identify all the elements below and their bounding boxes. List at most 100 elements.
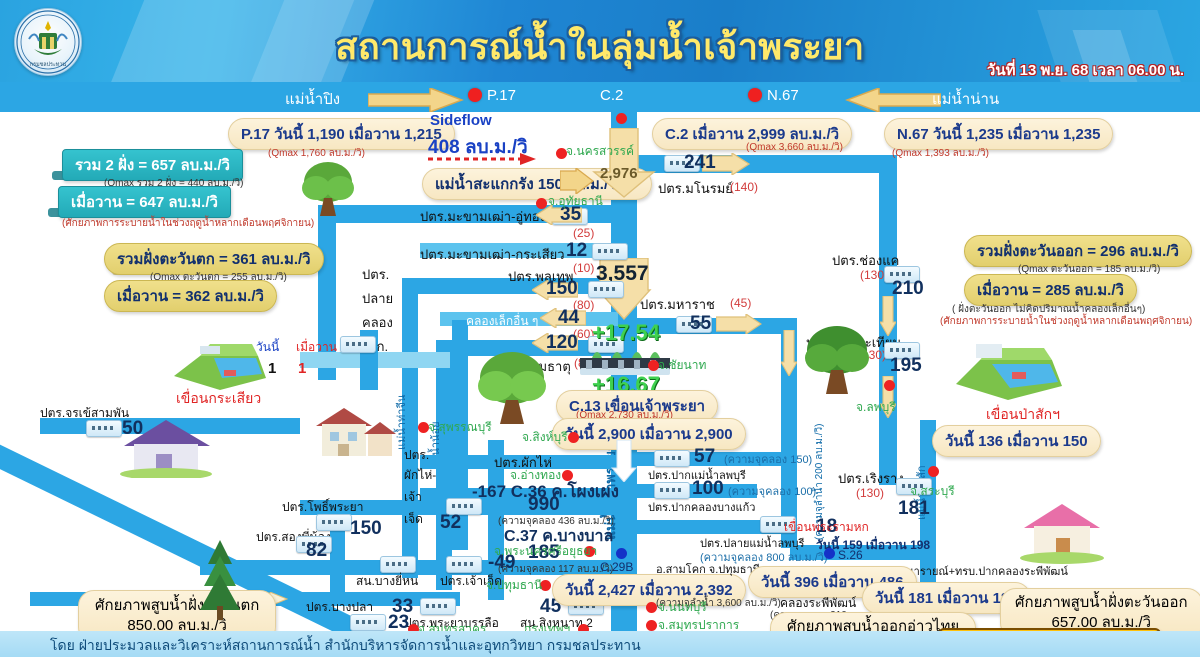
chaochet-value: -49 (488, 552, 516, 573)
canal-c36-phongpheng (420, 455, 630, 469)
krasiew-yesterday-label: เมื่อวาน (296, 340, 337, 354)
city-dot-samutprakan (646, 620, 657, 631)
gate-lopburi-end-label: ปตร.ปลายแม่น้ำลพบุรี (700, 538, 805, 550)
gate-cap-maharat: (45) (730, 296, 752, 310)
gate-icon-chaochet (446, 556, 482, 573)
gate-roengrang-label: ปตร.เริงราง (838, 471, 904, 486)
pump-west-value: 850.00 ลบ.ม./วิ (127, 617, 227, 635)
report-datetime: วันที่ 13 พ.ย. 68 เวลา 06.00 น. (986, 62, 1184, 79)
pho-phraya-value: 150 (350, 518, 382, 539)
tree-icon-1 (300, 158, 356, 225)
gate-cap-makhamthao-uthong: (25) (573, 226, 595, 240)
page-title: สถานการณ์น้ำในลุ่มน้ำเจ้าพระยา (335, 26, 865, 67)
c13-qmax: (Qmax 2,730 ลบ.ม./วิ) (576, 410, 673, 421)
house-icon-2 (312, 400, 396, 471)
city-dot-lopburi (884, 380, 895, 391)
canal-maharat-vertical (781, 318, 797, 548)
gate-icon-phakhai (446, 498, 482, 515)
canal-makhamthao-vertical (318, 205, 336, 380)
phakhai-chaochet-l2: ผักไห่- (404, 468, 437, 482)
east-bank-yesterday: เมื่อวาน = 285 ลบ.ม./วิ (964, 274, 1137, 306)
gate-phakhai-label: ปตร.ผักไห่ (494, 455, 552, 470)
station-dot-c29b (616, 548, 627, 559)
gate-value-bangkaew: 100 (692, 478, 724, 499)
gate-icon-chorakhe (86, 420, 122, 437)
flow-3557-value: 3,557 (596, 262, 649, 285)
chorakhe-value: 50 (122, 418, 144, 439)
phrayabanlue-value: 33 (392, 596, 414, 617)
city-dot-chainat (648, 360, 659, 371)
gate-icon-boromthat (588, 336, 624, 353)
gate-icon-lopburi-mouth (654, 450, 690, 467)
flow-2976-value: 2,976 (600, 165, 638, 182)
gate-arrow-manorom (701, 151, 751, 180)
gate-manorom-label: ปตร.มโนรมย์ (658, 181, 733, 196)
bangpla-value: 23 (388, 612, 410, 633)
station-c29b-value: วันนี้ 2,427 เมื่อวาน 2,392 (552, 574, 746, 606)
west-total-2banks-qmax: (Qmax รวม 2 ฝั่ง = 440 ลบ.ม./วิ) (104, 178, 244, 189)
rapipat-label: คลองระพีพัฒน์ (780, 596, 857, 610)
gate-icon-lopburi-end (760, 516, 796, 533)
plai-khlong-mk-line1: ปตร. (362, 267, 390, 282)
canal-thachin-vertical (452, 320, 468, 550)
gate-arrow-small-canals (538, 306, 587, 333)
gate-icon-khokkatiam (884, 342, 920, 359)
gate-icon-bangyihon (380, 556, 416, 573)
c13-down-arrow (610, 439, 638, 487)
top-river-band: แม่น้ำปิง P.17 C.2 N.67 แม่น้ำน่าน (0, 82, 1200, 114)
pasak-dam-illustration (952, 330, 1064, 407)
gate-chongkhae-label: ปตร.ช่องแค (832, 253, 900, 268)
gate-cap-manorom: (140) (730, 180, 759, 194)
station-s26-code: S.26 (838, 548, 863, 562)
gate-icon-phrayabanlue (420, 598, 456, 615)
city-chainat: จ.ชัยนาท (658, 358, 707, 372)
west-total-note: (ศักยภาพการระบายน้ำในช่วงฤดูน้ำหลากเดือน… (62, 218, 315, 229)
west-total-2banks: รวม 2 ฝั่ง = 657 ลบ.ม./วิ (62, 149, 243, 181)
bangpla-label: ปตร.บางปลา (306, 600, 374, 614)
gate-value-small-canals: 44 (558, 307, 580, 328)
krasiew-dam-illustration (170, 328, 270, 397)
gate-arrow-boromthat (530, 331, 579, 358)
gate-value-manorom: 241 (684, 152, 716, 173)
pho-phraya-label: ปตร.โพธิ์พระยา (282, 500, 364, 514)
gate-icon-bangkaew (654, 482, 690, 499)
station-n67-band: N.67 (748, 87, 799, 104)
krasiew-today-label: วันนี้ (256, 340, 280, 354)
station-p17-qmax: (Qmax 1,760 ลบ.ม./วิ) (268, 148, 365, 159)
station-c2-qmax: (Qmax 3,660 ลบ.ม./วิ) (746, 142, 843, 153)
gate-arrow-chongkhae (879, 295, 897, 341)
station-c29b-code: C.29B (600, 560, 634, 574)
plai-khlong-mk-line2: ปลาย (362, 291, 394, 306)
east-bank-qmax: (Qmax ตะวันออก = 185 ลบ.ม./วิ) (1018, 264, 1161, 275)
station-p17-bubble: P.17 วันนี้ 1,190 เมื่อวาน 1,215 (228, 118, 455, 150)
city-dot-nakhonsawan (556, 148, 567, 159)
gate-value-boromthat: 120 (546, 332, 578, 353)
station-c29b-cap: (ความจุลำน้ำ 3,600 ลบ.ม./วิ) (656, 598, 781, 609)
city-suphanburi: จ.สุพรรณบุรี (428, 420, 492, 434)
east-note-1: ( ฝั่งตะวันออก ไม่คิดปริมาณน้ำคลองเล็กอื… (952, 304, 1146, 315)
gate-cap-roengrang: (130) (856, 486, 885, 500)
pasak-dam-value: วันนี้ 136 เมื่อวาน 150 (932, 425, 1101, 457)
west-bank-yesterday: เมื่อวาน = 362 ลบ.ม./วิ (104, 280, 277, 312)
c37-label: C.37 ค.บางบาล (504, 528, 614, 545)
singhanat-label: สน.สิงหนาท 2 (520, 616, 593, 630)
house-icon-3 (1018, 500, 1106, 569)
gate-cap-lopburi-end: (ความจุคลอง 800 ลบ.ม./วิ) (700, 552, 828, 564)
gate-icon-manorom (664, 155, 700, 172)
east-bank-total: รวมฝั่งตะวันออก = 296 ลบ.ม./วิ (964, 235, 1192, 267)
bangyihon-label: สน.บางยี่หน (356, 574, 419, 588)
city-dot-saraburi (928, 466, 939, 477)
gate-icon-chongkhae (884, 266, 920, 283)
sideflow-title: Sideflow (430, 112, 492, 129)
city-dot-samutsakhon (408, 624, 419, 635)
krasiew-yesterday-value: 1 (298, 360, 307, 377)
canal-lopburi-end (637, 520, 797, 534)
city-ayutthaya: จ.พระนครศรีอยุธยา (494, 544, 598, 558)
station-p17-band: P.17 (468, 87, 516, 104)
canal-song-phinong-label: คลองสองพี่น้อง (201, 484, 272, 527)
page-footer: โดย ฝ่ายประมวลและวิเคราะห์สถานการณ์น้ำ ส… (0, 631, 1200, 657)
city-dot-suphanburi (418, 422, 429, 433)
page-header: กรมชลประทาน สถานการณ์น้ำในลุ่มน้ำเจ้าพระ… (0, 0, 1200, 82)
gate-icon-krasiew-outlet (340, 336, 376, 353)
gate-value-chongkhae: 210 (892, 278, 924, 299)
